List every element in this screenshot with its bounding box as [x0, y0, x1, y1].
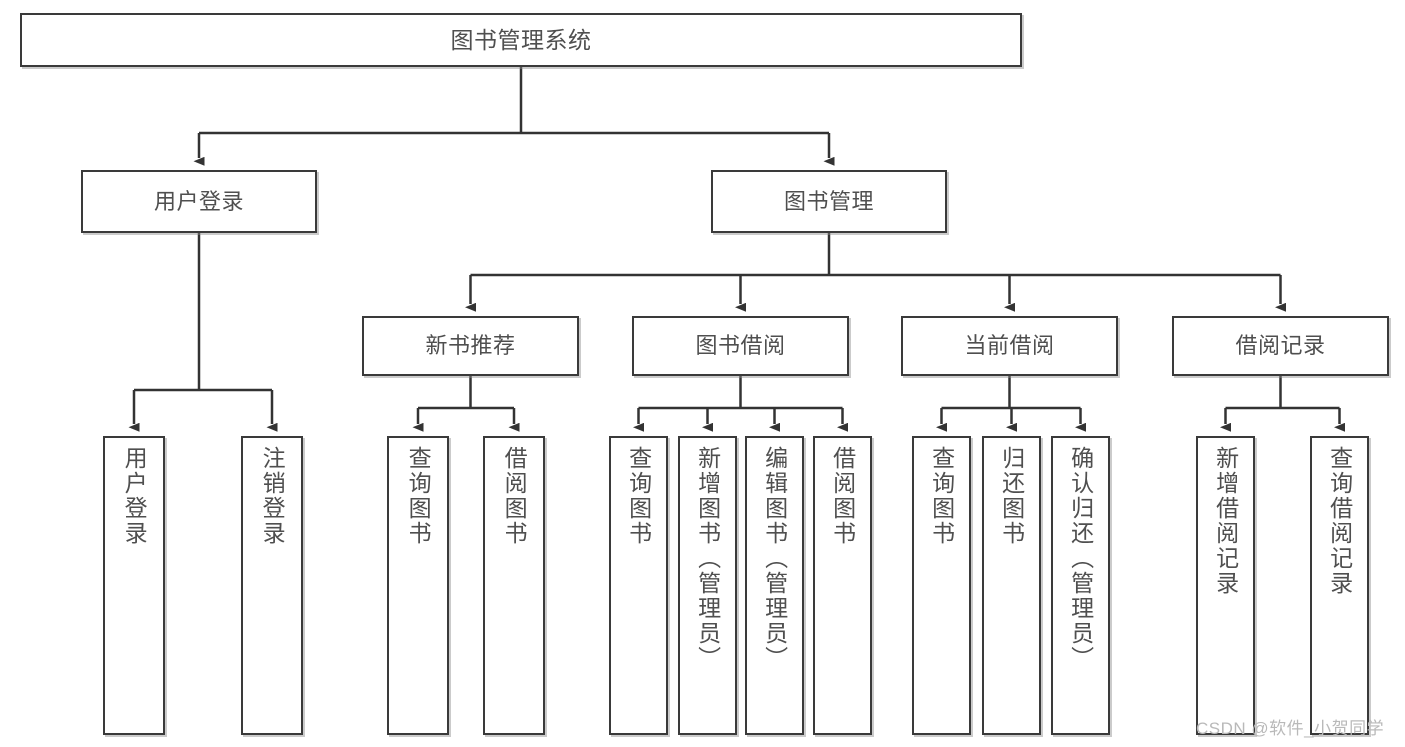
node-l4[interactable]: 借阅图书 [483, 436, 545, 735]
node-l6[interactable]: 新增图书（管理员） [678, 436, 737, 735]
node-l13[interactable]: 查询借阅记录 [1310, 436, 1369, 735]
node-l9[interactable]: 查询图书 [912, 436, 971, 735]
node-label: 新书推荐 [425, 333, 516, 359]
node-label: 编辑图书（管理员） [761, 446, 788, 671]
connector-lines [128, 67, 1345, 432]
node-label: 用户登录 [121, 446, 148, 546]
node-l8[interactable]: 借阅图书 [813, 436, 872, 735]
node-l5[interactable]: 查询图书 [609, 436, 668, 735]
node-l10[interactable]: 归还图书 [982, 436, 1041, 735]
node-label: 图书管理系统 [450, 26, 592, 53]
node-label: 查询图书 [405, 446, 432, 546]
node-n3[interactable]: 新书推荐 [362, 316, 579, 376]
node-label: 注销登录 [259, 446, 286, 546]
node-label: 归还图书 [998, 446, 1025, 546]
node-label: 借阅记录 [1235, 333, 1326, 359]
node-label: 查询图书 [928, 446, 955, 546]
node-n5[interactable]: 当前借阅 [901, 316, 1118, 376]
node-n2[interactable]: 图书管理 [711, 170, 947, 233]
node-l2[interactable]: 注销登录 [241, 436, 303, 735]
node-label: 新增图书（管理员） [694, 446, 721, 671]
node-n4[interactable]: 图书借阅 [632, 316, 849, 376]
node-n6[interactable]: 借阅记录 [1172, 316, 1389, 376]
node-root[interactable]: 图书管理系统 [20, 13, 1022, 67]
node-n1[interactable]: 用户登录 [81, 170, 317, 233]
node-label: 查询借阅记录 [1326, 446, 1353, 596]
node-l3[interactable]: 查询图书 [387, 436, 449, 735]
node-label: 当前借阅 [964, 333, 1055, 359]
node-l7[interactable]: 编辑图书（管理员） [745, 436, 804, 735]
node-label: 查询图书 [625, 446, 652, 546]
node-label: 用户登录 [153, 188, 244, 214]
node-label: 新增借阅记录 [1212, 446, 1239, 596]
node-label: 图书借阅 [695, 333, 786, 359]
node-label: 确认归还（管理员） [1067, 446, 1094, 671]
node-label: 图书管理 [783, 188, 874, 214]
node-label: 借阅图书 [501, 446, 528, 546]
node-l12[interactable]: 新增借阅记录 [1196, 436, 1255, 735]
node-l11[interactable]: 确认归还（管理员） [1051, 436, 1110, 735]
node-label: 借阅图书 [829, 446, 856, 546]
node-l1[interactable]: 用户登录 [103, 436, 165, 735]
